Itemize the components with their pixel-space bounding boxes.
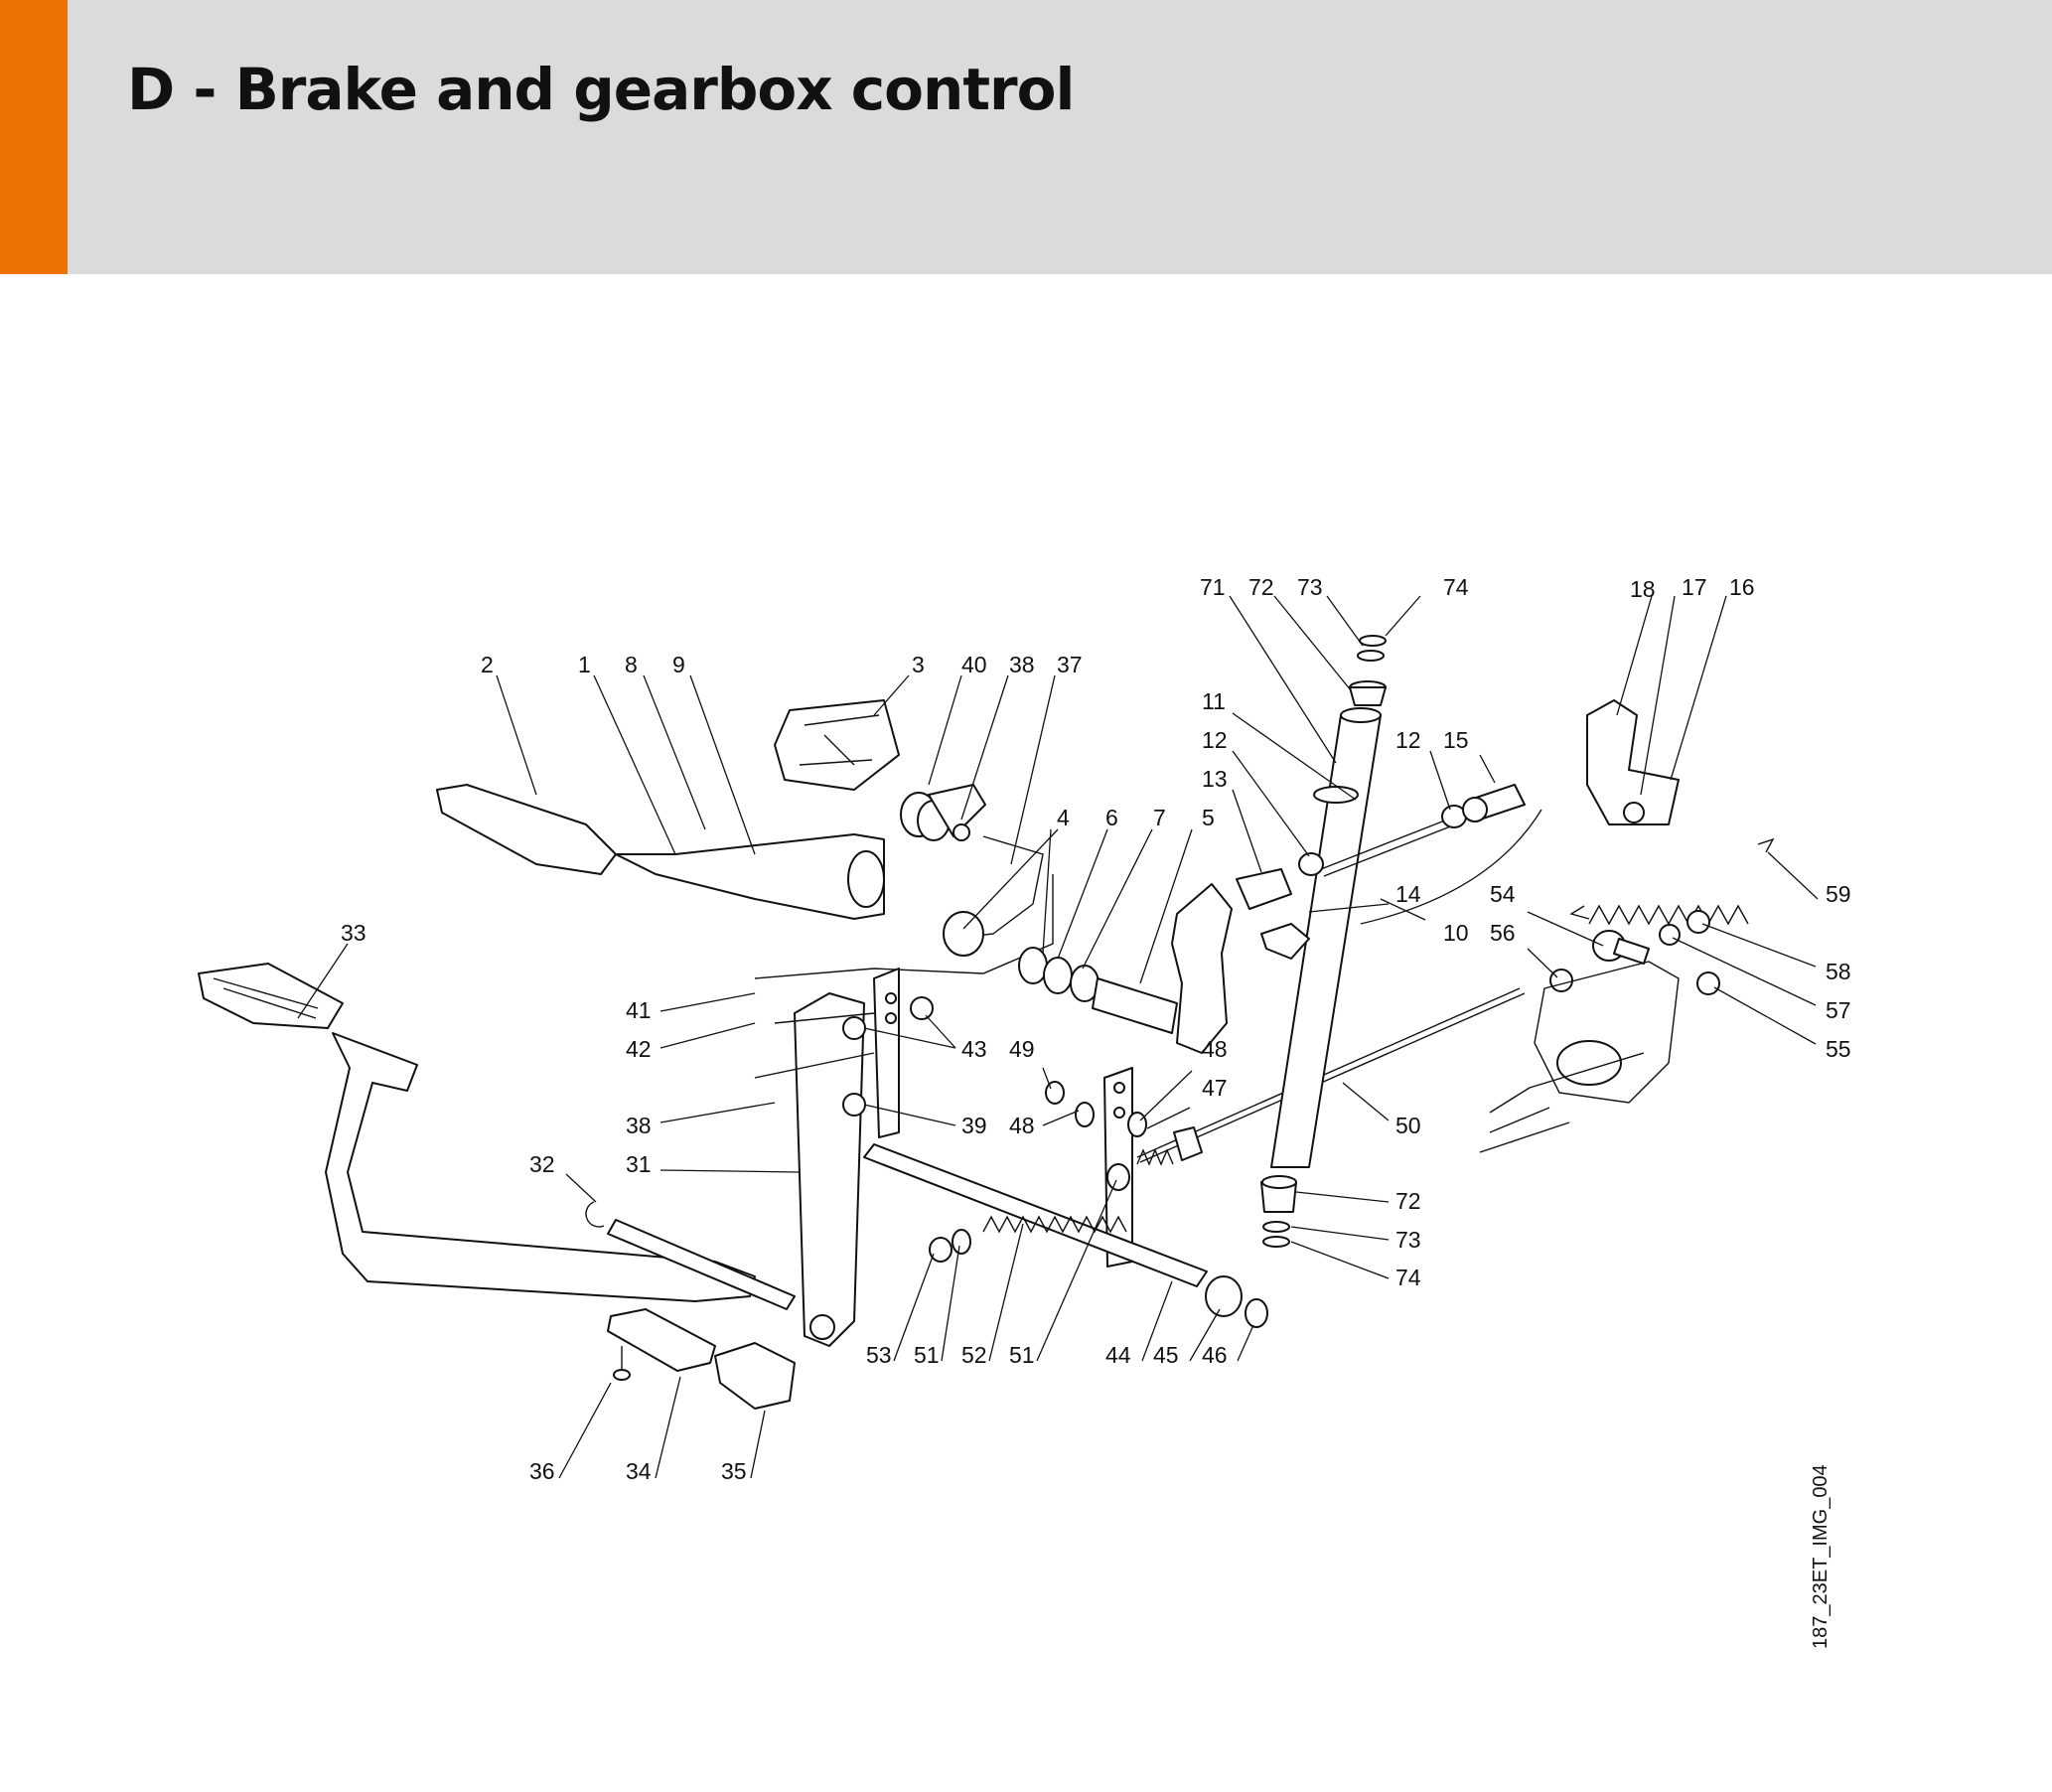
bush-40	[900, 792, 951, 841]
callout-13: 13	[1202, 766, 1228, 792]
fork-13	[1236, 868, 1292, 910]
callout-6: 6	[1105, 805, 1118, 830]
callout-54: 54	[1490, 881, 1516, 907]
callout-36: 36	[529, 1458, 555, 1484]
callout-33: 33	[341, 920, 366, 946]
callout-38-lower: 38	[626, 1113, 652, 1138]
callout-12-right: 12	[1395, 727, 1421, 753]
callout-74: 74	[1443, 574, 1469, 600]
callout-10: 10	[1443, 920, 1469, 946]
callout-18: 18	[1630, 576, 1656, 602]
callout-46: 46	[1202, 1342, 1228, 1368]
pedal-shaft	[607, 1219, 796, 1310]
accent-bar	[0, 0, 68, 274]
callout-41: 41	[626, 997, 652, 1023]
callout-53: 53	[866, 1342, 892, 1368]
callout-2: 2	[481, 652, 494, 677]
callout-71: 71	[1200, 574, 1226, 600]
rod-50	[1136, 987, 1521, 1158]
gear-pedal-2	[436, 784, 617, 875]
callout-1: 1	[578, 652, 591, 677]
callout-16: 16	[1729, 574, 1755, 600]
callout-labels: 71 72 73 74 18 17 16 2 1 8 9 3 40 38 37 …	[341, 574, 1851, 1484]
callout-3: 3	[912, 652, 925, 677]
callout-39: 39	[961, 1113, 987, 1138]
callout-72-lower: 72	[1395, 1188, 1421, 1214]
callout-43: 43	[961, 1036, 987, 1062]
callout-31: 31	[626, 1151, 652, 1177]
shaft-44	[863, 1143, 1208, 1287]
callout-15: 15	[1443, 727, 1469, 753]
shaft-5	[1092, 977, 1178, 1034]
callout-55: 55	[1826, 1036, 1851, 1062]
callout-8: 8	[625, 652, 638, 677]
leader-lines	[297, 595, 1819, 1479]
header-band	[0, 0, 2052, 274]
callout-51: 51	[914, 1342, 940, 1368]
image-reference: 187_23ET_IMG_004	[1810, 1464, 1832, 1649]
pedal-pad-3	[774, 699, 900, 791]
callout-74-lower: 74	[1395, 1265, 1421, 1290]
parts-drawing	[198, 635, 1775, 1410]
callout-73-lower: 73	[1395, 1227, 1421, 1253]
lever-1	[615, 833, 885, 920]
callout-4: 4	[1057, 805, 1070, 830]
callout-7: 7	[1153, 805, 1166, 830]
callout-42: 42	[626, 1036, 652, 1062]
callout-32: 32	[529, 1151, 555, 1177]
circlip-32	[585, 1201, 605, 1228]
callout-52: 52	[961, 1342, 987, 1368]
callout-34: 34	[626, 1458, 652, 1484]
callout-48-lower: 48	[1009, 1113, 1035, 1138]
plate-39	[873, 968, 900, 1138]
callout-12: 12	[1202, 727, 1228, 753]
screw-36	[613, 1346, 631, 1381]
gearbox-lever-assembly	[1534, 961, 1680, 1104]
callout-58: 58	[1826, 959, 1851, 984]
pin-14	[1260, 923, 1310, 960]
callout-73: 73	[1297, 574, 1323, 600]
spring-59	[1588, 904, 1749, 926]
rod-41	[754, 874, 1054, 979]
callout-51-right: 51	[1009, 1342, 1035, 1368]
callout-44: 44	[1105, 1342, 1131, 1368]
spring-52	[982, 1215, 1127, 1234]
lever-31	[794, 992, 865, 1347]
callout-56: 56	[1490, 920, 1516, 946]
callout-35: 35	[721, 1458, 747, 1484]
callout-9: 9	[672, 652, 685, 677]
callout-48: 48	[1202, 1036, 1228, 1062]
rod-11	[1320, 814, 1461, 870]
bracket-34	[607, 1308, 716, 1372]
bracket-35	[714, 1342, 796, 1410]
callout-5: 5	[1202, 805, 1215, 830]
selector-arm-5	[1171, 883, 1233, 1054]
callout-57: 57	[1826, 997, 1851, 1023]
callout-14: 14	[1395, 881, 1421, 907]
callout-47: 47	[1202, 1075, 1228, 1101]
callout-38: 38	[1009, 652, 1035, 677]
callout-49: 49	[1009, 1036, 1035, 1062]
callout-72: 72	[1248, 574, 1274, 600]
callout-37: 37	[1057, 652, 1083, 677]
page-title: D - Brake and gearbox control	[127, 56, 1075, 123]
rod-42	[754, 1012, 875, 1079]
callout-50: 50	[1395, 1113, 1421, 1138]
callout-45: 45	[1153, 1342, 1179, 1368]
callout-11: 11	[1202, 688, 1226, 714]
lever-18	[1586, 699, 1680, 825]
callout-59: 59	[1826, 881, 1851, 907]
callout-17: 17	[1682, 574, 1707, 600]
callout-40: 40	[961, 652, 987, 677]
